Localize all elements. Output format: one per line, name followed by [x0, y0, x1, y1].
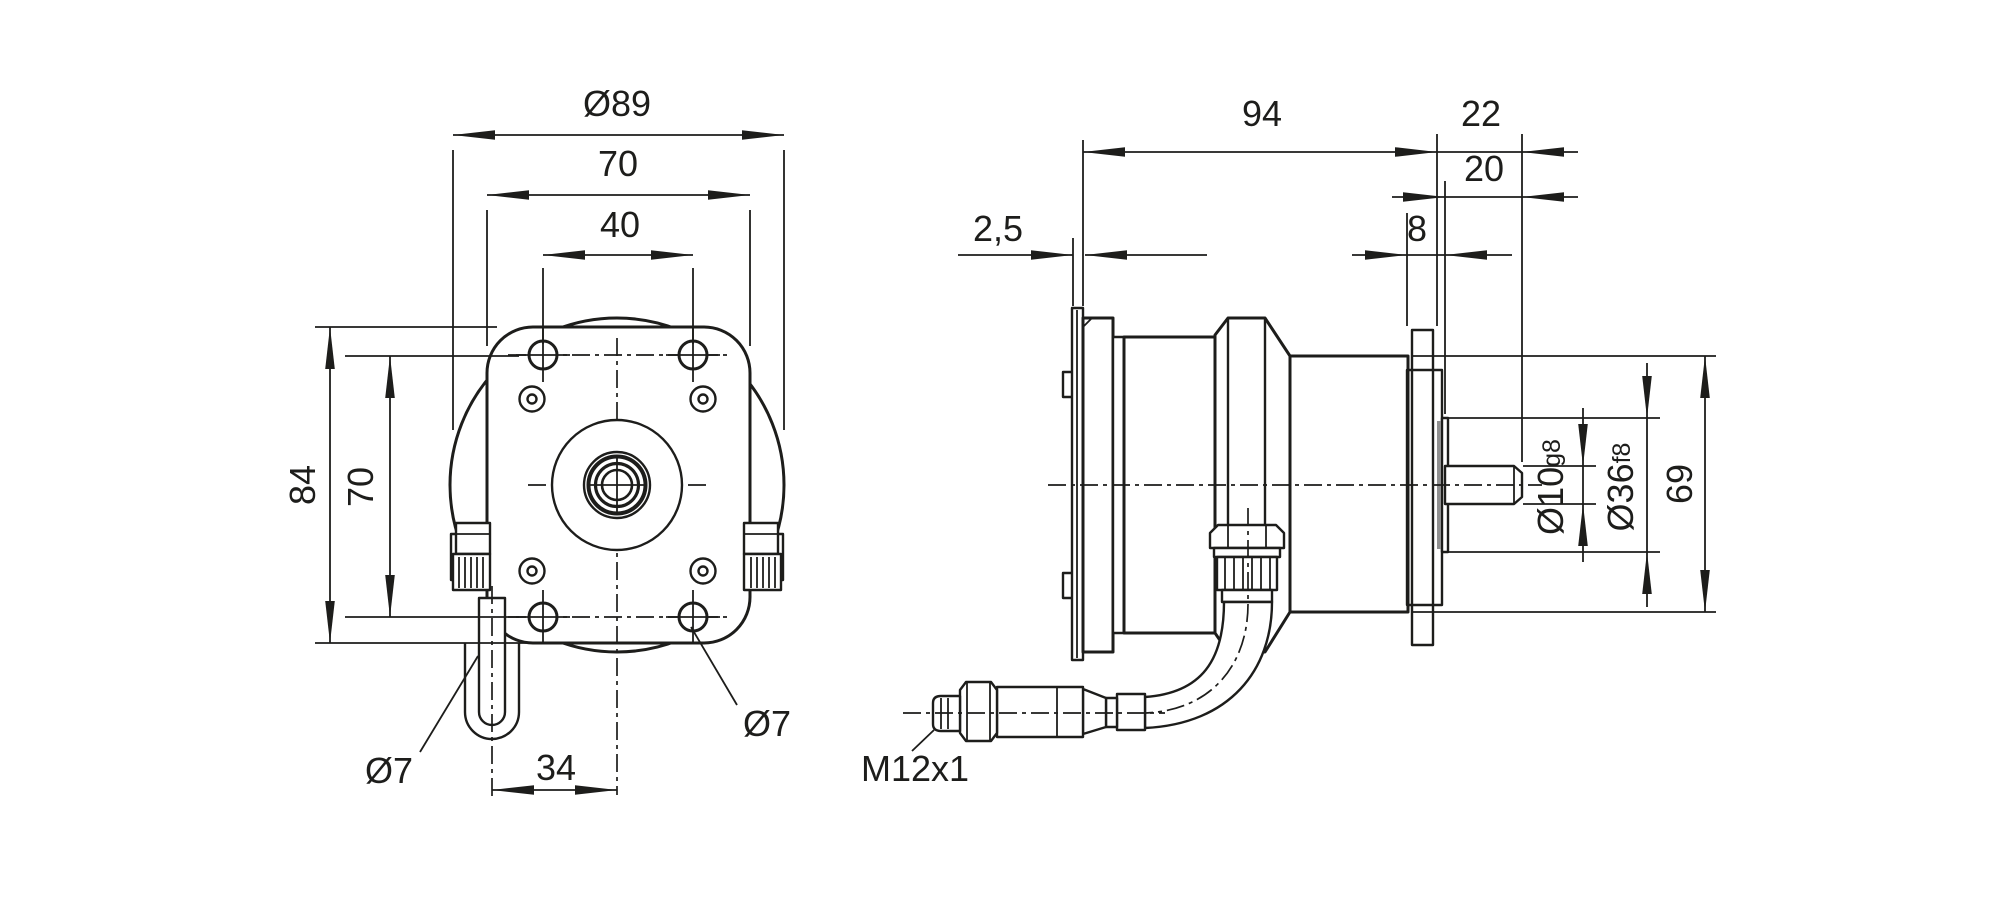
dim-front-slot-offset: 34	[492, 747, 617, 795]
dim-front-length: 22	[1437, 93, 1578, 157]
dim-label-front-length: 22	[1461, 93, 1501, 134]
mounting-holes	[516, 328, 720, 644]
dim-collar-diameter: Ø36f8	[1448, 363, 1660, 607]
dim-label-front-outer-diameter: Ø89	[583, 83, 651, 124]
pilot-holes	[518, 385, 717, 585]
dim-front-width: 70	[486, 143, 751, 346]
m12-connector	[903, 680, 1165, 743]
dim-label-connector-thread: M12x1	[861, 748, 969, 789]
dim-front-outer-diameter: Ø89	[452, 83, 785, 430]
dim-label-housing-diameter: 69	[1659, 464, 1700, 504]
label-slot-diameter: Ø7	[365, 655, 479, 791]
dim-label-front-hole-pitch-v: 70	[340, 467, 381, 507]
label-connector-thread: M12x1	[861, 729, 969, 789]
cable-gland-right	[742, 521, 785, 592]
dim-front-hole-pitch-v: 70	[340, 355, 519, 618]
side-view: M12x1 94 22 20	[861, 93, 1716, 789]
dim-label-slot-diameter: Ø7	[365, 750, 413, 791]
dim-label-front-slot-offset: 34	[536, 747, 576, 788]
dim-label-front-hole-pitch-h: 40	[600, 204, 640, 245]
dim-label-shaft-diameter: Ø10g8	[1530, 439, 1571, 535]
dim-side-length: 94	[1083, 93, 1437, 157]
front-view: Ø89 70 40 84 70	[282, 83, 791, 798]
shaft-front	[550, 418, 684, 552]
dim-flange-thickness: 8	[1352, 208, 1512, 260]
dim-label-front-width: 70	[598, 143, 638, 184]
dim-front-height: 84	[282, 326, 497, 643]
dim-label-side-length: 94	[1242, 93, 1282, 134]
dim-shaft-length: 20	[1392, 148, 1578, 202]
side-cable-gland	[1143, 508, 1286, 730]
dim-label-hole-diameter: Ø7	[743, 703, 791, 744]
cable-gland-left	[449, 521, 492, 592]
rear-cover-plate	[1070, 306, 1085, 662]
dim-label-rear-plate: 2,5	[973, 208, 1023, 249]
label-hole-diameter: Ø7	[690, 626, 791, 744]
mounting-flange	[1405, 328, 1444, 647]
dim-shaft-diameter: Ø10g8	[1523, 408, 1596, 562]
mounting-slot-lug	[315, 586, 532, 798]
dim-rear-plate: 2,5	[958, 208, 1207, 260]
dim-label-collar-diameter: Ø36f8	[1600, 443, 1641, 532]
dim-housing-diameter: 69	[1412, 355, 1716, 613]
dim-front-hole-pitch-h: 40	[542, 204, 694, 344]
dim-label-flange-thickness: 8	[1407, 208, 1427, 249]
side-extension-lines	[1072, 134, 1523, 462]
dim-label-front-height: 84	[282, 465, 323, 505]
dim-label-shaft-length: 20	[1464, 148, 1504, 189]
